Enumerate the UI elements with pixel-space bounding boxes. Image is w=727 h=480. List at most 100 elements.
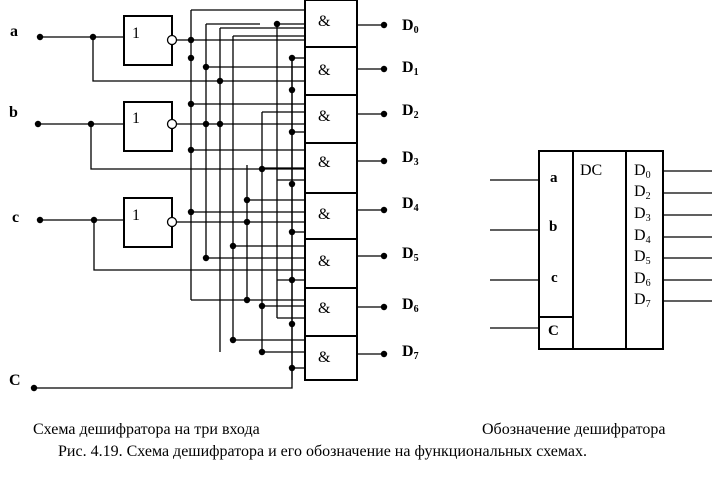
junction-dot xyxy=(229,242,237,250)
inverter-b-label: 1 xyxy=(132,110,140,127)
input-label-strobe: C xyxy=(9,372,21,389)
output-label-1: D1 xyxy=(402,59,419,78)
input-label-c: c xyxy=(12,209,19,226)
junction-dot xyxy=(288,86,296,94)
and-gate-6-label: & xyxy=(318,300,331,317)
junction-dot xyxy=(89,33,97,41)
output-label-5: D5 xyxy=(402,245,419,264)
junction-dot xyxy=(216,120,224,128)
junction-dot xyxy=(202,120,210,128)
junction-dot xyxy=(202,63,210,71)
output-dot xyxy=(380,206,388,214)
inverter-b-bubble xyxy=(166,118,178,130)
output-label-0: D0 xyxy=(402,17,419,36)
inverter-c-label: 1 xyxy=(132,207,140,224)
wire-c-true xyxy=(93,220,305,271)
and-gate-5 xyxy=(304,238,358,289)
junction-dot xyxy=(36,33,44,41)
decoder-symbol: DC a b c C D0 D2 D3 D4 D5 D6 D7 xyxy=(490,150,712,350)
figure-caption: Рис. 4.19. Схема дешифратора и его обозн… xyxy=(58,443,587,460)
junction-dot xyxy=(34,120,42,128)
inverter-a-label: 1 xyxy=(132,25,140,42)
symbol-output-2: D2 xyxy=(634,183,651,202)
caption-left: Схема дешифратора на три входа xyxy=(33,421,260,438)
output-label-2: D2 xyxy=(402,102,419,121)
inverter-b xyxy=(123,101,173,152)
junction-dot xyxy=(216,77,224,85)
and-gate-2 xyxy=(304,94,358,144)
junction-dot xyxy=(187,146,195,154)
output-label-3: D3 xyxy=(402,149,419,168)
and-gate-7 xyxy=(304,335,358,381)
decoder-circuit: a b c C 1 1 1 xyxy=(9,0,419,392)
and-gate-7-label: & xyxy=(318,349,331,366)
junction-dot xyxy=(288,276,296,284)
and-gate-3-label: & xyxy=(318,154,331,171)
junction-dots xyxy=(30,20,388,392)
junction-dot xyxy=(229,336,237,344)
caption-right: Обозначение дешифратора xyxy=(482,421,665,438)
junction-dot xyxy=(288,320,296,328)
symbol-input-c: c xyxy=(551,270,558,286)
junction-dot xyxy=(288,228,296,236)
junction-dot xyxy=(273,20,281,28)
output-dot xyxy=(380,157,388,165)
junction-dot xyxy=(90,216,98,224)
and-gate-3 xyxy=(304,142,358,194)
wire-b-true xyxy=(90,124,305,170)
symbol-input-b: b xyxy=(549,219,557,235)
and-gate-0 xyxy=(304,0,358,48)
junction-dot xyxy=(187,208,195,216)
wire-a-true xyxy=(92,37,305,82)
and-gate-5-label: & xyxy=(318,253,331,270)
symbol-output-6: D6 xyxy=(634,270,651,289)
symbol-input-a: a xyxy=(550,170,558,186)
symbol-output-4: D4 xyxy=(634,227,651,246)
inverter-a-bubble xyxy=(166,34,178,46)
symbol-output-3: D3 xyxy=(634,205,651,224)
output-dot xyxy=(380,303,388,311)
inverter-c xyxy=(123,197,173,248)
output-dot xyxy=(380,21,388,29)
junction-dot xyxy=(243,296,251,304)
inverter-a xyxy=(123,15,173,66)
junction-dot xyxy=(288,180,296,188)
junction-dot xyxy=(30,384,38,392)
and-gate-4 xyxy=(304,192,358,240)
junction-dot xyxy=(258,302,266,310)
output-dot xyxy=(380,110,388,118)
junction-dot xyxy=(258,165,266,173)
junction-dot xyxy=(288,54,296,62)
symbol-output-7: D7 xyxy=(634,291,651,310)
and-gate-2-label: & xyxy=(318,108,331,125)
and-gate-1 xyxy=(304,46,358,96)
symbol-output-5: D5 xyxy=(634,248,651,267)
junction-dot xyxy=(288,364,296,372)
output-dot xyxy=(380,252,388,260)
and-gate-0-label: & xyxy=(318,13,331,30)
junction-dot xyxy=(258,348,266,356)
junction-dot xyxy=(202,254,210,262)
inverter-c-bubble xyxy=(166,216,178,228)
output-label-7: D7 xyxy=(402,343,419,362)
and-gate-4-label: & xyxy=(318,206,331,223)
output-dot xyxy=(380,65,388,73)
junction-dot xyxy=(243,196,251,204)
and-gate-1-label: & xyxy=(318,62,331,79)
output-label-6: D6 xyxy=(402,296,419,315)
and-gate-stack: & & & & & & & & xyxy=(304,0,358,381)
input-label-a: a xyxy=(10,23,18,40)
junction-dot xyxy=(87,120,95,128)
symbol-title: DC xyxy=(580,162,602,179)
and-gate-6 xyxy=(304,287,358,337)
output-dot xyxy=(380,350,388,358)
junction-dot xyxy=(187,36,195,44)
symbol-input-strobe: C xyxy=(548,323,559,339)
junction-dot xyxy=(288,128,296,136)
junction-dot xyxy=(187,54,195,62)
junction-dot xyxy=(36,216,44,224)
junction-dot xyxy=(243,218,251,226)
wire-strobe xyxy=(34,58,293,389)
input-label-b: b xyxy=(9,104,18,121)
